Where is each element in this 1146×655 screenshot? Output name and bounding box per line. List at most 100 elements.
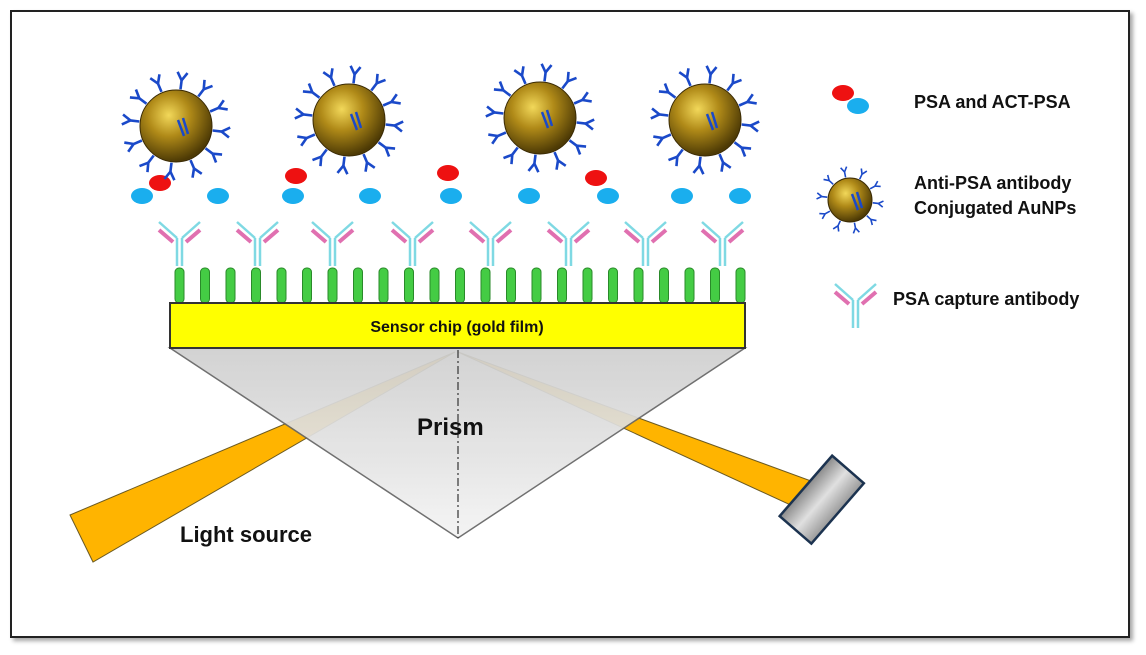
antibody-aunp (649, 64, 761, 176)
anti-psa-antibody (484, 105, 506, 120)
capture-antibody (310, 220, 355, 268)
gold-nanoparticle (668, 83, 742, 157)
psa-layer (131, 165, 751, 204)
capture-antibody (546, 220, 591, 268)
anti-psa-antibody (379, 92, 403, 112)
prism-label: Prism (417, 414, 484, 441)
anti-psa-antibody (321, 66, 341, 90)
gold-nanoparticle (827, 177, 873, 223)
bound-antibody (181, 117, 190, 135)
linker-rod (531, 267, 542, 304)
capture-antibody (700, 220, 745, 268)
psa-molecule (207, 188, 229, 204)
linker-rod (608, 267, 618, 304)
anti-psa-antibody (163, 160, 178, 182)
act-psa-molecule (149, 175, 171, 191)
psa-molecule (282, 188, 304, 204)
anti-psa-antibody (206, 98, 230, 118)
linker-rod (710, 267, 720, 304)
anti-psa-antibody (486, 126, 510, 146)
anti-psa-antibody (692, 154, 707, 176)
linker-rod (735, 267, 746, 304)
linker-rod (251, 267, 261, 304)
linker-rod (455, 267, 465, 304)
linker-rod (276, 267, 287, 304)
light-source-label: Light source (180, 522, 312, 547)
detector (777, 453, 866, 546)
act-psa-molecule (285, 168, 307, 184)
psa-molecule (359, 188, 381, 204)
capture-antibody (468, 220, 513, 268)
nanoparticle-layer (120, 62, 761, 182)
linker-rod (327, 267, 338, 304)
capture-antibody-layer (157, 220, 745, 268)
linker-rod (557, 267, 567, 304)
anti-psa-antibody (677, 66, 697, 90)
legend-aunp-text-line2: Conjugated AuNPs (914, 198, 1076, 218)
anti-psa-antibody (184, 156, 204, 180)
legend-aunp-text-line1: Anti-PSA antibody (914, 173, 1071, 193)
psa-molecule-icon (832, 85, 869, 114)
antibody-aunp-icon (815, 165, 885, 235)
sensor-chip (169, 302, 746, 349)
anti-psa-antibody (739, 118, 761, 133)
linker-rod (225, 267, 236, 304)
anti-psa-antibody (336, 154, 351, 176)
anti-psa-antibody (651, 128, 675, 148)
anti-psa-antibody (383, 118, 405, 133)
linker-rod (480, 267, 491, 304)
bound-antibody (850, 193, 860, 211)
psa-molecule (518, 188, 540, 204)
anti-psa-antibody (649, 107, 671, 122)
bound-antibody (545, 109, 554, 127)
psa-molecule (131, 188, 153, 204)
act-psa-molecule (437, 165, 459, 181)
capture-antibody-icon (833, 282, 878, 330)
linker-rod (200, 267, 210, 304)
anti-psa-antibody (735, 92, 759, 112)
linker-rod (174, 267, 185, 304)
psa-molecule (671, 188, 693, 204)
act-psa-molecule (585, 170, 607, 186)
linker-rod (659, 267, 669, 304)
anti-psa-antibody (527, 152, 542, 174)
bound-antibody (710, 111, 719, 129)
anti-psa-antibody (293, 107, 315, 122)
legend-aunp (815, 165, 885, 235)
antibody-aunp (484, 62, 596, 174)
anti-psa-antibody (856, 167, 868, 182)
gold-nanoparticle (139, 89, 213, 163)
bound-antibody (349, 113, 359, 131)
linker-rod (429, 267, 440, 304)
anti-psa-antibody (538, 62, 553, 84)
anti-psa-antibody (357, 150, 377, 174)
bound-antibody (176, 119, 186, 137)
anti-psa-antibody (713, 150, 733, 174)
sensor-chip-label: Sensor chip (gold film) (370, 319, 543, 336)
linker-rod (582, 267, 593, 304)
anti-psa-antibody (832, 218, 844, 233)
antibody-aunp (120, 70, 232, 182)
linker-layer (174, 267, 746, 304)
anti-psa-antibody (295, 128, 319, 148)
bound-antibody (354, 111, 363, 129)
capture-antibody (390, 220, 435, 268)
anti-psa-antibody (839, 165, 850, 179)
bound-antibody (855, 191, 864, 209)
capture-antibody (623, 220, 668, 268)
gold-nanoparticle (503, 81, 577, 155)
linker-rod (404, 267, 414, 304)
anti-psa-antibody (548, 148, 568, 172)
linker-rod (684, 267, 695, 304)
linker-rod (378, 267, 389, 304)
anti-psa-antibody (818, 207, 833, 220)
anti-psa-antibody (512, 64, 532, 88)
capture-antibody (235, 220, 280, 268)
legend: PSA and ACT-PSA Anti-PSA antibody Conjug… (815, 85, 1079, 330)
linker-rod (633, 267, 644, 304)
linker-rod (302, 267, 312, 304)
linker-rod (506, 267, 516, 304)
anti-psa-antibody (570, 90, 594, 110)
linker-rod (353, 267, 363, 304)
legend-psa-text: PSA and ACT-PSA (914, 92, 1071, 112)
